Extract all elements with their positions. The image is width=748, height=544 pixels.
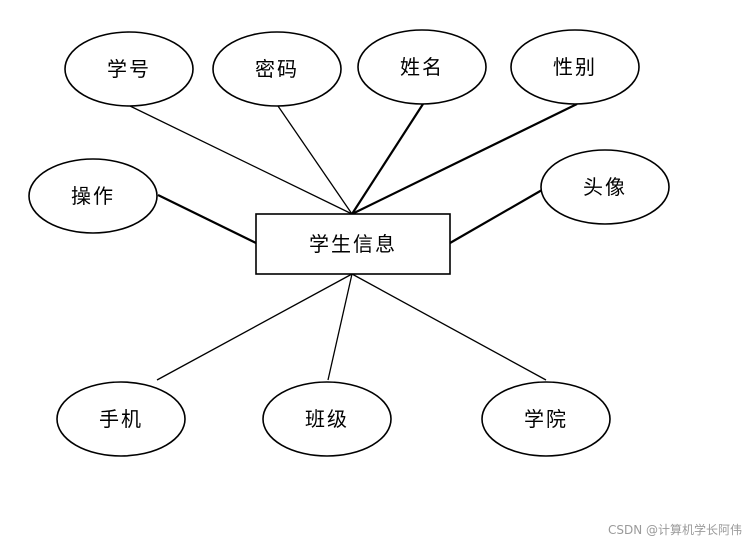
attr-phone: 手机 xyxy=(56,381,186,457)
attr-college: 学院 xyxy=(481,381,611,457)
edge-password xyxy=(277,105,353,215)
attr-class-label: 班级 xyxy=(305,407,349,431)
attr-operation-label: 操作 xyxy=(71,184,115,208)
attr-student-no-ellipse xyxy=(64,31,194,107)
edge-phone xyxy=(156,273,353,381)
attr-password-label: 密码 xyxy=(255,57,299,81)
edge-student-no xyxy=(129,105,353,215)
edge-gender xyxy=(351,103,578,215)
attr-password: 密码 xyxy=(212,31,342,107)
attr-operation-ellipse xyxy=(28,158,158,234)
attr-college-ellipse xyxy=(481,381,611,457)
edge-operation xyxy=(157,194,257,244)
edge-college xyxy=(351,273,547,381)
attr-gender-ellipse xyxy=(510,29,640,105)
attr-student-no-label: 学号 xyxy=(107,57,151,81)
attr-phone-ellipse xyxy=(56,381,186,457)
attr-operation: 操作 xyxy=(28,158,158,234)
attr-password-ellipse xyxy=(212,31,342,107)
attr-name: 姓名 xyxy=(357,29,487,105)
attr-avatar: 头像 xyxy=(540,149,670,225)
edge-name xyxy=(351,103,424,215)
edge-class xyxy=(327,273,353,381)
entity-box xyxy=(255,213,451,275)
attr-gender: 性别 xyxy=(510,29,640,105)
attr-name-ellipse xyxy=(357,29,487,105)
edge-avatar xyxy=(449,189,543,244)
attr-gender-label: 性别 xyxy=(553,55,597,79)
attr-student-no: 学号 xyxy=(64,31,194,107)
entity-student-info: 学生信息 xyxy=(255,213,451,275)
entity-label: 学生信息 xyxy=(309,232,397,256)
attr-phone-label: 手机 xyxy=(99,407,143,431)
attr-college-label: 学院 xyxy=(524,407,568,431)
watermark-text: CSDN @计算机学长阿伟 xyxy=(607,523,742,537)
attr-name-label: 姓名 xyxy=(400,55,444,79)
attr-avatar-label: 头像 xyxy=(583,175,627,199)
attr-avatar-ellipse xyxy=(540,149,670,225)
connector-lines xyxy=(129,103,578,381)
attr-class: 班级 xyxy=(262,381,392,457)
attr-class-ellipse xyxy=(262,381,392,457)
